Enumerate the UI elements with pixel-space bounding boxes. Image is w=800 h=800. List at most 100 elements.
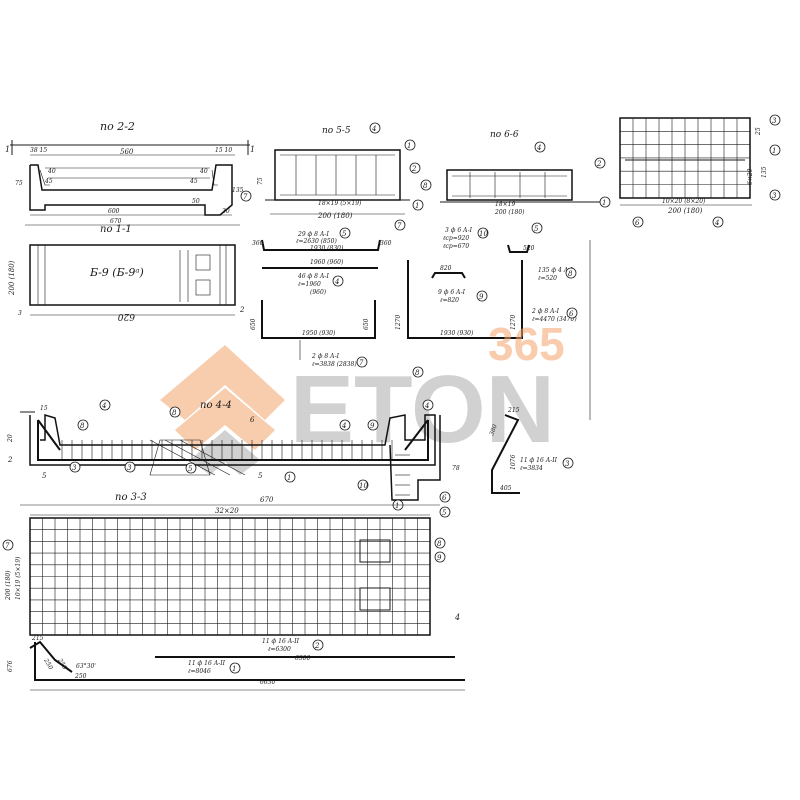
svg-text:1: 1 [5,145,10,154]
svg-text:4: 4 [371,125,376,133]
svg-text:3: 3 [72,464,77,472]
svg-text:ℓ=820: ℓ=820 [440,297,459,304]
mesh-top-right: 10×20 (8×20) 200 (180) 6 4 3 1 3 25 135 … [619,114,781,228]
svg-text:250: 250 [42,657,54,671]
svg-text:3: 3 [18,310,22,317]
section-1-1: по 1-1 Б-9 (Б-9ᵃ) 200 (180) 620 2 3 [8,224,245,321]
svg-text:4: 4 [536,144,541,152]
svg-text:30: 30 [222,208,230,215]
svg-text:ℓ=1960: ℓ=1960 [298,281,321,288]
bar-6: 1270 1270 1930 (930) 2 ф 8 А-I ℓ=4470 (3… [395,260,578,339]
svg-text:5: 5 [42,472,47,480]
svg-text:360: 360 [252,240,264,247]
svg-text:29 ф 8 А-I: 29 ф 8 А-I [297,231,329,238]
svg-text:7: 7 [243,193,248,201]
svg-text:ℓ=520: ℓ=520 [538,275,557,282]
svg-text:200 (180): 200 (180) [8,260,16,296]
svg-text:8: 8 [80,422,85,430]
svg-text:365: 365 [488,318,565,370]
svg-text:8: 8 [423,182,428,190]
svg-text:10×19 (5×19): 10×19 (5×19) [15,556,22,600]
svg-text:1960 (960): 1960 (960) [310,259,344,266]
svg-text:9: 9 [370,422,375,430]
svg-text:670: 670 [260,496,274,504]
svg-text:676: 676 [7,660,14,672]
svg-text:2 ф 8 А-I: 2 ф 8 А-I [311,353,340,360]
svg-text:ℓ=8046: ℓ=8046 [188,668,211,675]
svg-text:11 ф 16 А-II: 11 ф 16 А-II [188,660,226,667]
svg-text:10: 10 [479,230,488,238]
svg-text:8: 8 [172,409,177,417]
svg-text:11 ф 16 А-II: 11 ф 16 А-II [520,457,558,464]
svg-text:63°30': 63°30' [76,663,96,670]
svg-text:6×20: 6×20 [747,168,754,185]
svg-text:200 (180): 200 (180) [667,207,703,215]
svg-text:560: 560 [120,148,134,156]
svg-text:9 ф 6 А-I: 9 ф 6 А-I [438,289,466,296]
svg-text:1076: 1076 [510,455,517,470]
svg-text:25: 25 [755,127,762,136]
svg-text:8: 8 [568,270,573,278]
svg-text:670: 670 [110,218,122,225]
svg-text:1950 (930): 1950 (930) [302,330,336,337]
watermark: ETON 365 [160,318,565,475]
bar-1: 215 250 250 63°30' 250 676 11 ф 16 А-II … [7,635,465,691]
svg-text:5: 5 [342,230,347,238]
section-5-5-title: по 5-5 [322,126,351,136]
section-3-3: по 3-3 670 32×20 7 8 9 4 200 (180) 10×19… [2,492,460,636]
svg-text:1930 (930): 1930 (930) [440,330,474,337]
svg-text:(960): (960) [310,289,327,296]
section-5-5: по 5-5 4 1 18×19 (5×19) 200 (180) 75 2 8… [257,122,432,231]
svg-text:1: 1 [772,147,776,155]
svg-text:ℓ=3834: ℓ=3834 [520,465,543,472]
svg-text:15: 15 [40,405,48,412]
svg-text:ℓ=3838 (2838): ℓ=3838 (2838) [312,361,357,368]
svg-text:4: 4 [334,278,339,286]
bar-9: 820 9 ф 6 А-I ℓ=820 9 [431,265,488,304]
svg-text:45: 45 [44,178,53,185]
svg-text:ℓср=670: ℓср=670 [443,243,469,250]
svg-text:2 ф 8 А-I: 2 ф 8 А-I [531,308,560,315]
svg-text:3: 3 [772,192,777,200]
svg-text:135: 135 [761,166,768,178]
svg-text:2: 2 [596,160,602,168]
svg-text:10: 10 [359,482,368,490]
svg-text:6: 6 [635,219,640,227]
svg-text:38 15: 38 15 [30,147,47,154]
svg-text:405: 405 [499,485,512,492]
svg-text:2: 2 [314,642,320,650]
svg-text:200 (180): 200 (180) [317,212,353,220]
svg-text:5: 5 [258,472,263,480]
svg-text:135: 135 [232,187,244,194]
svg-text:200 (180): 200 (180) [494,209,525,216]
svg-text:40: 40 [199,168,208,175]
svg-text:11 ф 16 А-II: 11 ф 16 А-II [262,638,300,645]
svg-text:1: 1 [250,145,255,154]
svg-text:ℓ=6300: ℓ=6300 [268,646,291,653]
section-2-2: по 2-2 1 1 38 15 15 10 560 75 45 40 45 4… [5,120,255,226]
bar-2: 11 ф 16 А-II ℓ=6300 6300 2 [155,638,455,662]
svg-text:5: 5 [534,225,539,233]
svg-text:18×19 (5×19): 18×19 (5×19) [318,200,362,207]
bar-8: 520 135 ф 4 А-I ℓ=520 8 [507,244,577,282]
svg-text:2: 2 [411,165,417,173]
svg-text:1: 1 [395,502,399,510]
bar-10: 3 ф 6 А-I ℓср=920 ℓср=670 10 [443,227,488,250]
svg-text:3: 3 [565,460,570,468]
svg-text:1930 (830): 1930 (830) [310,245,344,252]
svg-text:7: 7 [397,222,402,230]
svg-text:ℓ=2630 (850): ℓ=2630 (850) [296,238,337,245]
section-6-6-title: по 6-6 [490,130,519,140]
svg-text:1: 1 [602,199,606,207]
svg-text:600: 600 [108,208,120,215]
svg-text:18×19: 18×19 [495,201,515,208]
svg-text:1: 1 [287,474,291,482]
svg-text:215: 215 [31,635,44,642]
bar-3: 215 380 1076 405 11 ф 16 А-II ℓ=3834 3 [488,407,574,494]
svg-text:200 (180): 200 (180) [5,570,12,601]
svg-text:250: 250 [74,673,87,680]
beam-mark: Б-9 (Б-9ᵃ) [89,266,144,279]
svg-text:4: 4 [341,422,346,430]
svg-text:3: 3 [772,117,777,125]
